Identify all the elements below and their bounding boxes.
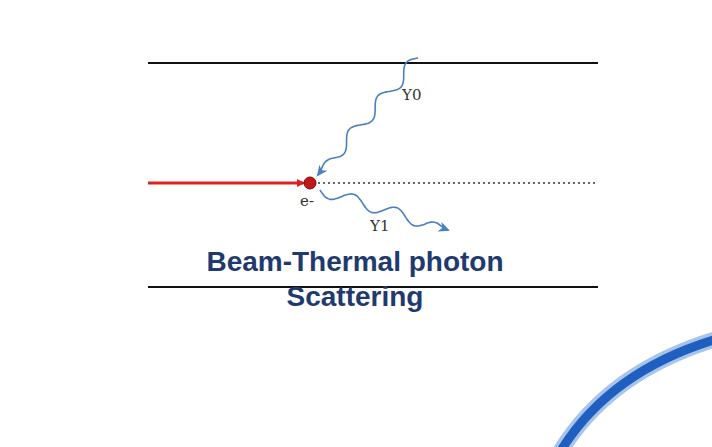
- incoming-photon: [318, 58, 418, 175]
- ring-arc: [560, 338, 712, 447]
- ring-arc: [560, 338, 712, 447]
- beam-arrow: [148, 182, 303, 185]
- photon-label: Υ1: [370, 217, 389, 235]
- bubble-shape: [2, 3, 709, 333]
- bubble-title: Beam-Thermal photon Scattering: [160, 244, 550, 314]
- electron-dot: [304, 177, 316, 189]
- pipe-wall: [148, 62, 598, 64]
- beam-axis: [148, 182, 598, 184]
- particle-label: e-: [300, 192, 314, 210]
- photon-label: Υ0: [402, 86, 421, 104]
